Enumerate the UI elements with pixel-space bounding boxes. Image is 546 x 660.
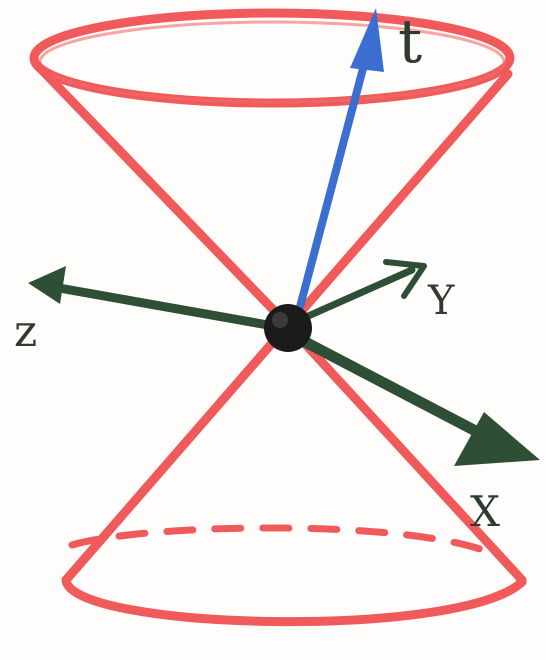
- future-cone-rim-inner: [38, 20, 506, 104]
- t-axis: [292, 38, 374, 326]
- z-axis: [37, 280, 290, 333]
- past-cone-rim-back: [68, 524, 509, 564]
- origin-dot-highlight: [272, 312, 288, 328]
- spatial-axes: [28, 259, 540, 466]
- x-axis-arrowhead: [454, 412, 540, 466]
- z-axis-label: z: [14, 306, 37, 357]
- t-axis-label: t: [398, 7, 422, 77]
- past-cone-rim-front: [61, 575, 527, 627]
- past-cone-right-edge: [291, 329, 527, 585]
- time-axis-group: [292, 8, 384, 326]
- future-light-cone: [29, 8, 515, 327]
- origin-dot: [264, 304, 312, 352]
- past-light-cone: [61, 329, 527, 627]
- y-axis-label: Y: [427, 278, 455, 324]
- t-axis-arrowhead: [350, 8, 384, 72]
- past-cone-left-edge: [61, 329, 285, 585]
- y-axis-arrowhead: [383, 259, 427, 299]
- z-axis-arrowhead: [28, 266, 66, 304]
- x-axis-label: X: [470, 487, 500, 536]
- future-cone-right-edge: [287, 69, 513, 327]
- future-cone-left-edge: [33, 61, 290, 327]
